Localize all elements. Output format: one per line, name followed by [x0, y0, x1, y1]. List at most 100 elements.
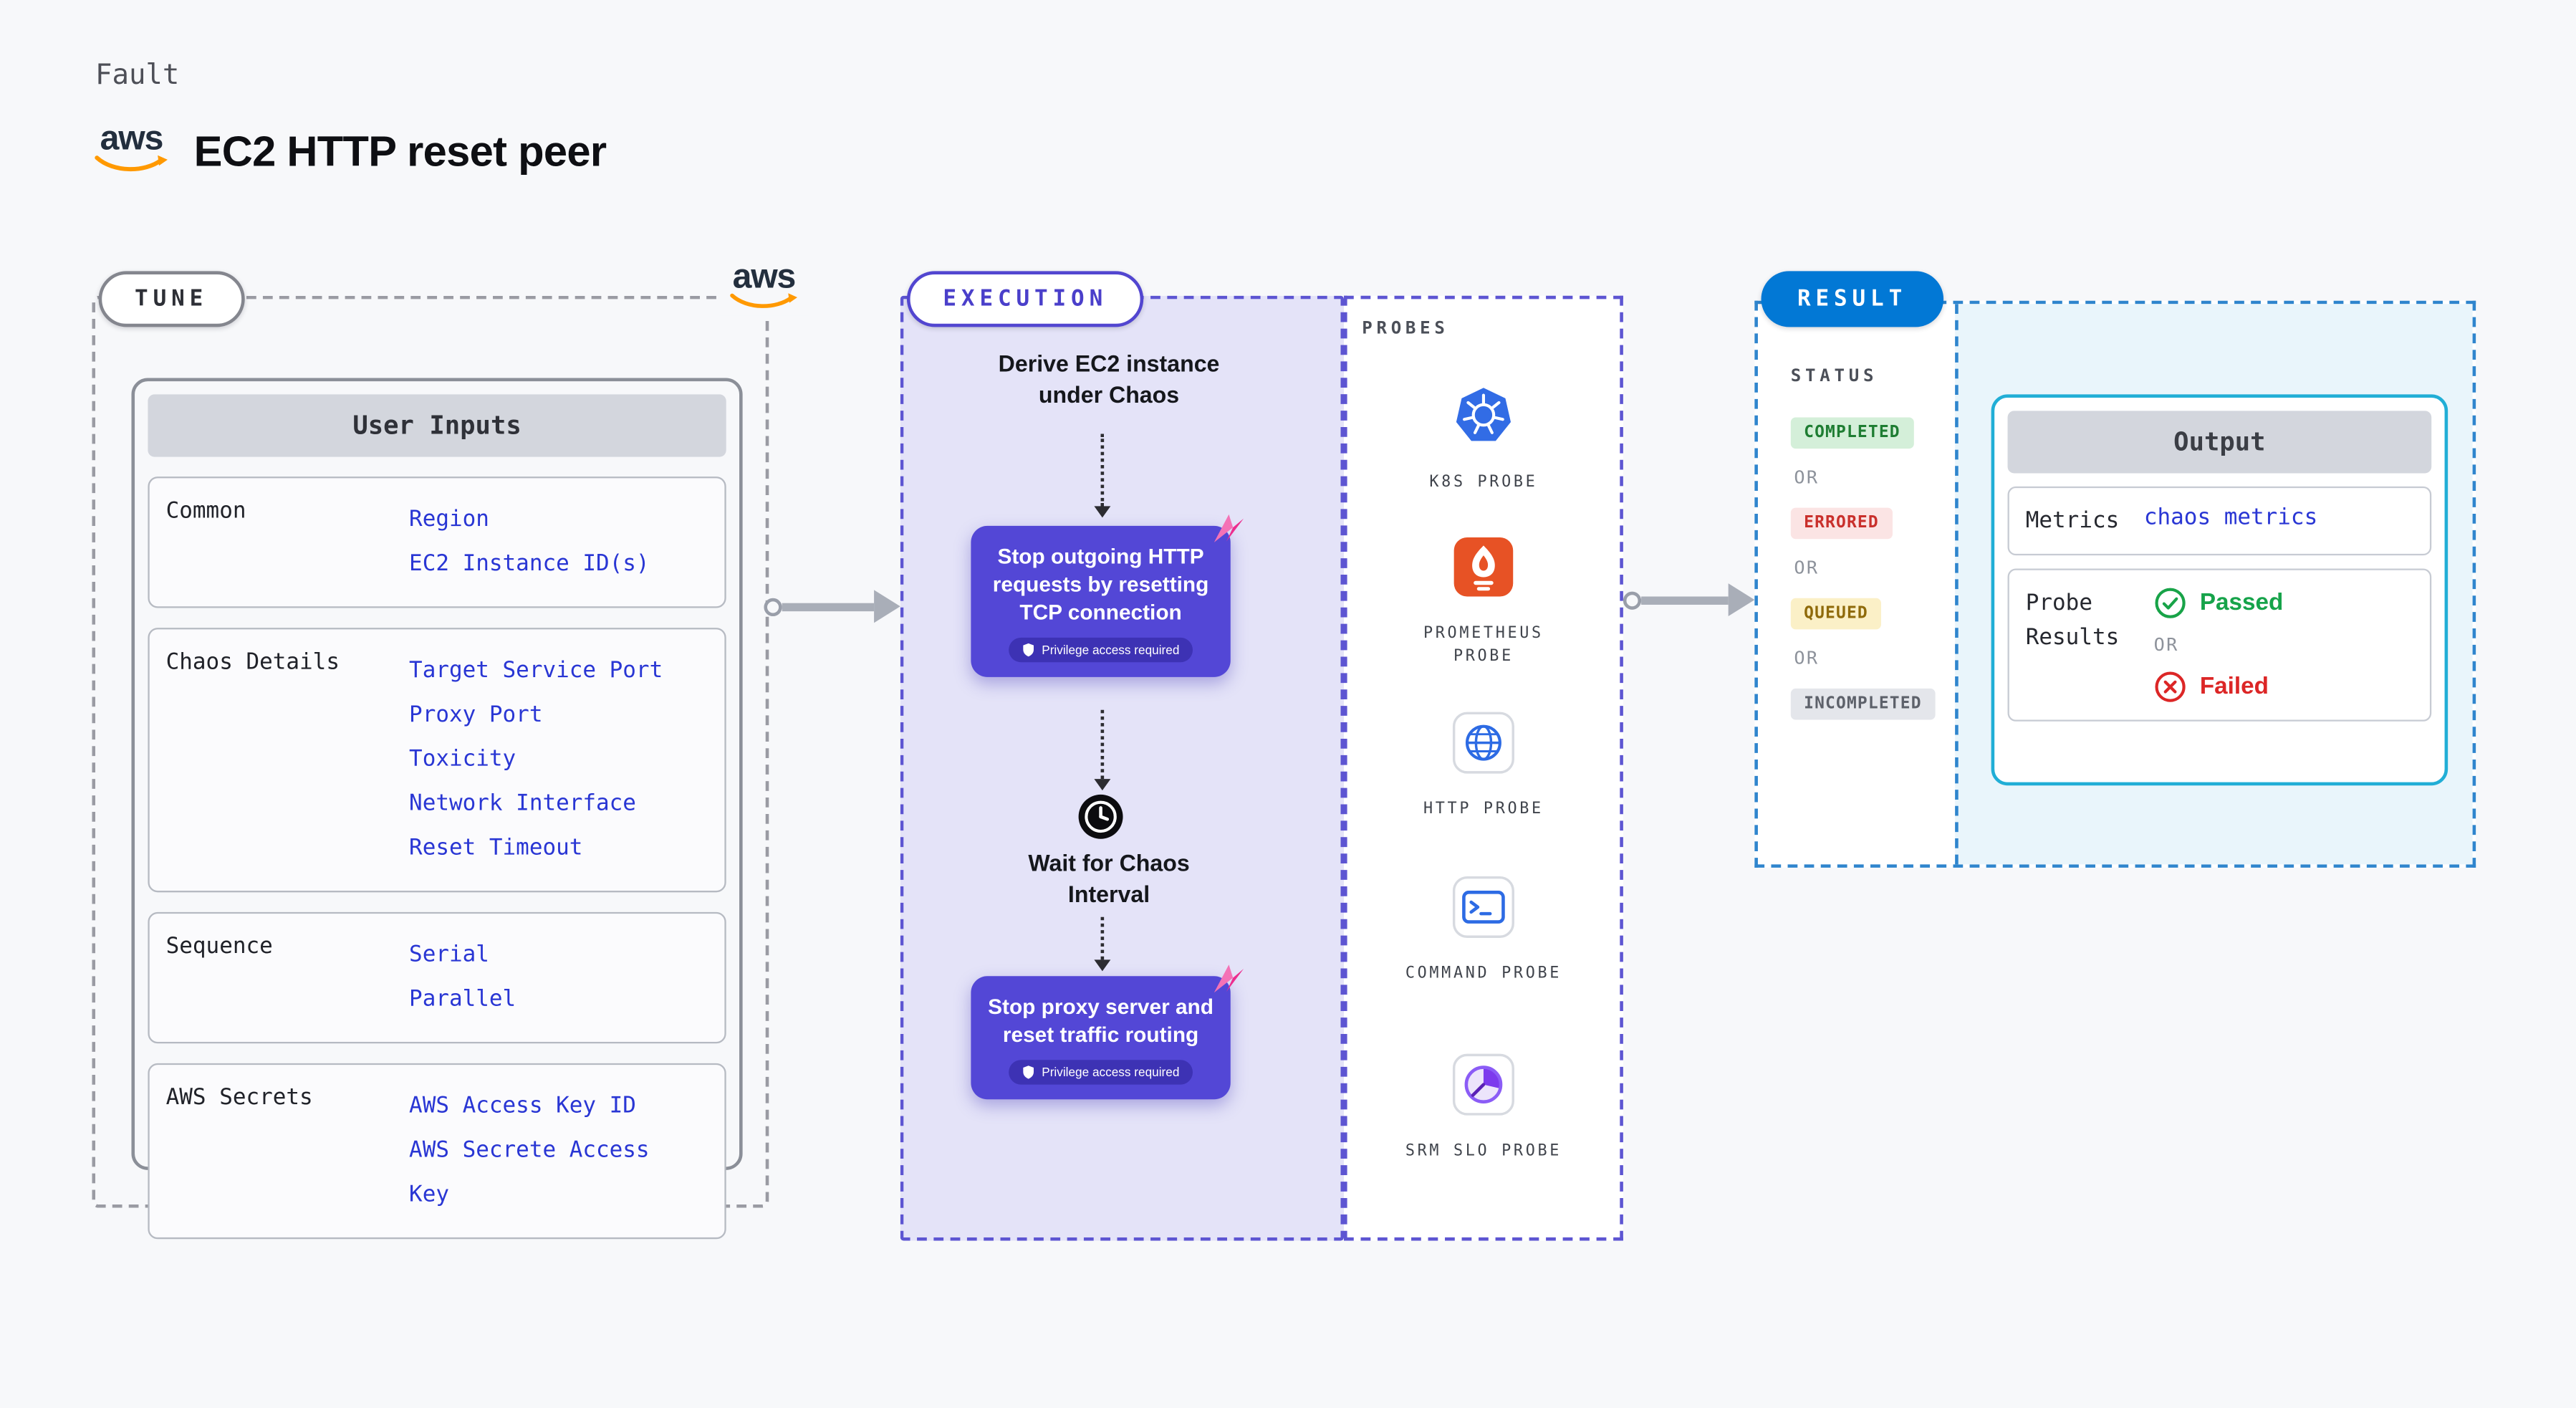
arrow-down-icon: [1094, 506, 1111, 518]
privilege-badge: Privilege access required: [1009, 1060, 1193, 1086]
status-badge-errored: ERRORED: [1790, 507, 1893, 540]
row-label: Common: [165, 497, 246, 525]
aws-smile-icon: [730, 293, 798, 308]
input-value: Serial: [409, 942, 489, 968]
probe-label: HTTP PROBE: [1423, 800, 1544, 819]
x-circle-icon: [2155, 672, 2186, 703]
probe-label: SRM SLO PROBE: [1405, 1141, 1562, 1161]
dotted-connector: [1100, 434, 1105, 507]
wait-interval-text: Wait for Chaos Interval: [1028, 849, 1190, 907]
input-value: Target Service Port: [409, 657, 663, 684]
status-or: OR: [1794, 647, 1820, 669]
prometheus-icon: [1452, 536, 1514, 607]
aws-smile-icon: [95, 155, 168, 172]
check-circle-icon: [2155, 588, 2186, 619]
page-title: EC2 HTTP reset peer: [193, 126, 607, 176]
chaos-fault-icon: [1211, 959, 1246, 1004]
probe-prometheus: PROMETHEUS PROBE: [1347, 536, 1620, 670]
result-pill: RESULT: [1761, 271, 1943, 327]
probe-results-values: Passed OR Failed: [2144, 587, 2283, 704]
shield-icon: [1023, 1065, 1034, 1080]
aws-logo-text: aws: [732, 258, 797, 296]
chaos-step-card-2: Stop proxy server and reset traffic rout…: [971, 964, 1244, 1101]
chaos-step-card-1: Stop outgoing HTTP requests by resetting…: [971, 514, 1244, 678]
input-value: AWS Access Key ID: [409, 1093, 636, 1119]
clock-icon: [1077, 794, 1123, 848]
row-values: Region EC2 Instance ID(s): [396, 478, 725, 606]
connector-tune-execution: [764, 590, 900, 623]
tune-section: TUNE User Inputs Common Region EC2 Insta…: [92, 271, 769, 1240]
probe-k8s: K8S PROBE: [1347, 385, 1620, 495]
status-badge-incompleted: INCOMPLETED: [1790, 688, 1936, 720]
execution-step-derive: Derive EC2 instance under Chaos: [998, 350, 1220, 408]
status-or: OR: [1794, 466, 1820, 489]
passed-text: Passed: [2199, 590, 2284, 617]
row-label: Sequence: [165, 933, 273, 960]
row-values: AWS Access Key ID AWS Secrete Access Key: [396, 1065, 725, 1237]
output-card: Output Metrics chaos metrics Probe Resul…: [1991, 394, 2448, 786]
metrics-row: Metrics chaos metrics: [2007, 486, 2432, 556]
probe-label: PROMETHEUS PROBE: [1423, 624, 1544, 666]
metrics-value: chaos metrics: [2143, 504, 2318, 531]
kubernetes-icon: [1452, 385, 1514, 456]
aws-logo-small: aws: [718, 256, 810, 316]
result-output-panel: Output Metrics chaos metrics Probe Resul…: [1955, 304, 2473, 865]
probes-panel: PROBES K8S PROBE: [1344, 295, 1623, 1241]
input-value: Proxy Port: [409, 701, 543, 728]
probes-title: PROBES: [1362, 318, 1449, 339]
probe-results-row: Probe Results Passed OR: [2007, 569, 2432, 722]
failed-text: Failed: [2199, 674, 2269, 701]
input-value: Parallel: [409, 986, 516, 1012]
table-row-chaos-details: Chaos Details Target Service Port Proxy …: [148, 628, 726, 893]
arrow-down-icon: [1094, 779, 1111, 791]
passed-line: Passed: [2154, 587, 2284, 620]
input-value: Region: [409, 506, 489, 533]
status-or: OR: [1794, 557, 1820, 579]
shield-icon: [1023, 643, 1034, 658]
fault-kicker: Fault: [95, 59, 180, 92]
status-badge-queued: QUEUED: [1790, 598, 1882, 630]
table-row-common: Common Region EC2 Instance ID(s): [148, 476, 726, 608]
chaos-card-text: Stop outgoing HTTP requests by resetting…: [992, 544, 1209, 626]
input-value: Toxicity: [409, 746, 516, 772]
gauge-icon: [1452, 1053, 1514, 1124]
output-header: Output: [2007, 411, 2432, 474]
input-value: AWS Secrete Access Key: [409, 1137, 650, 1208]
table-row-aws-secrets: AWS Secrets AWS Access Key ID AWS Secret…: [148, 1063, 726, 1240]
input-value: Reset Timeout: [409, 835, 583, 861]
connector-execution-result: [1623, 583, 1755, 617]
aws-logo: aws: [94, 122, 169, 176]
execution-pill: EXECUTION: [906, 271, 1144, 327]
result-or: OR: [2153, 634, 2179, 656]
input-value: EC2 Instance ID(s): [409, 550, 650, 577]
user-inputs-table: User Inputs Common Region EC2 Instance I…: [131, 378, 743, 1240]
tune-pill: TUNE: [98, 271, 244, 327]
privilege-badge: Privilege access required: [1009, 638, 1193, 664]
globe-icon: [1452, 712, 1514, 782]
connector-circle: [764, 597, 782, 616]
table-row-sequence: Sequence Serial Parallel: [148, 911, 726, 1044]
probe-srm-slo: SRM SLO PROBE: [1347, 1053, 1620, 1164]
dotted-connector: [1100, 916, 1105, 960]
probe-command: COMMAND PROBE: [1347, 876, 1620, 986]
execution-section: EXECUTION Derive EC2 instance under Chao…: [900, 271, 1345, 1241]
chaos-card-text: Stop proxy server and reset traffic rout…: [988, 994, 1213, 1048]
row-values: Serial Parallel: [396, 914, 725, 1042]
privilege-badge-text: Privilege access required: [1042, 1065, 1180, 1081]
row-label: AWS Secrets: [165, 1084, 313, 1111]
arrow-right-icon: [874, 590, 900, 623]
probe-http: HTTP PROBE: [1347, 712, 1620, 822]
terminal-icon: [1452, 876, 1514, 947]
status-badge-completed: COMPLETED: [1790, 417, 1914, 449]
connector-line: [782, 602, 875, 610]
input-value: Network Interface: [409, 790, 636, 817]
status-column: STATUS COMPLETED OR ERRORED OR QUEUED OR…: [1790, 366, 1955, 720]
arrow-right-icon: [1728, 583, 1755, 617]
row-label: Chaos Details: [165, 648, 340, 676]
privilege-badge-text: Privilege access required: [1042, 643, 1180, 658]
chaos-fault-icon: [1211, 509, 1246, 554]
dotted-connector: [1100, 709, 1105, 780]
probe-label: COMMAND PROBE: [1405, 964, 1562, 983]
status-title: STATUS: [1790, 366, 1878, 386]
